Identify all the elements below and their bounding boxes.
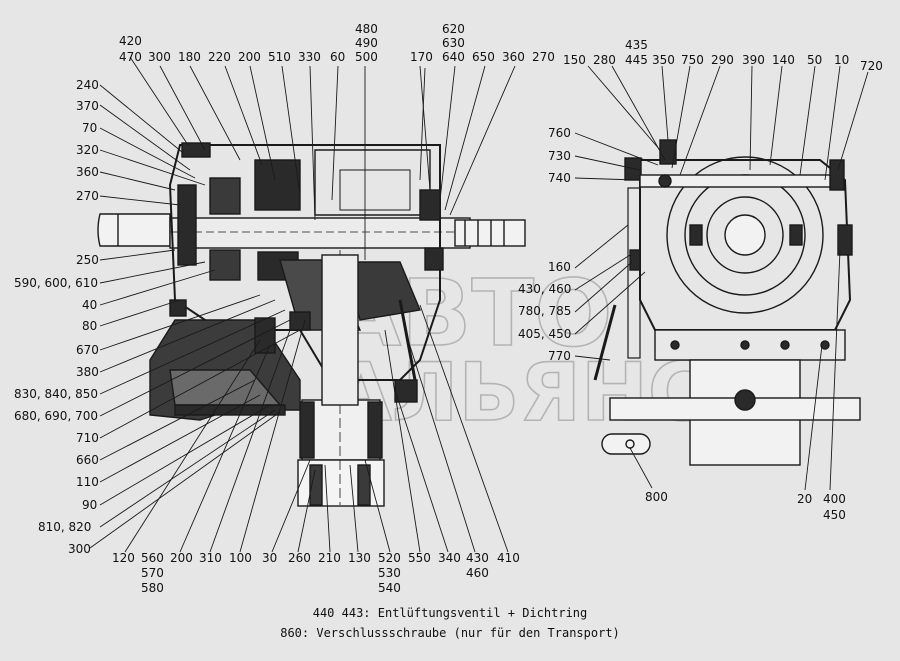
label-380: 380 [76,365,99,379]
label-210: 210 [318,551,341,565]
label-540: 540 [378,581,401,595]
label-740: 740 [548,171,571,185]
label-320: 320 [76,143,99,157]
label-360-top: 360 [502,50,525,64]
label-400: 400 [823,492,846,506]
label-180: 180 [178,50,201,64]
label-100: 100 [229,551,252,565]
label-170: 170 [410,50,433,64]
label-60: 60 [330,50,345,64]
label-780-785: 780, 785 [518,304,571,318]
label-140: 140 [772,53,795,67]
label-720: 720 [860,59,883,73]
label-460-bottom: 460 [466,566,489,580]
label-450: 450 [823,508,846,522]
label-300-bottom: 300 [68,542,91,556]
label-800: 800 [645,490,668,504]
label-50: 50 [807,53,822,67]
label-750: 750 [681,53,704,67]
label-160: 160 [548,260,571,274]
label-570: 570 [141,566,164,580]
label-580: 580 [141,581,164,595]
gearbox-end-view [593,139,861,466]
label-360-left: 360 [76,165,99,179]
label-430-460: 430, 460 [518,282,571,296]
label-370: 370 [76,99,99,113]
label-150: 150 [563,53,586,67]
label-730: 730 [548,149,571,163]
label-550: 550 [408,551,431,565]
label-270-top: 270 [532,50,555,64]
label-220: 220 [208,50,231,64]
label-520: 520 [378,551,401,565]
label-120: 120 [112,551,135,565]
leader-lines [89,56,869,553]
label-405-450: 405, 450 [518,327,571,341]
label-290: 290 [711,53,734,67]
label-560: 560 [141,551,164,565]
label-110: 110 [76,475,99,489]
label-640: 640 [442,50,465,64]
label-480: 480 [355,22,378,36]
label-390: 390 [742,53,765,67]
label-70: 70 [82,121,97,135]
label-130: 130 [348,551,371,565]
label-200-top: 200 [238,50,261,64]
label-445: 445 [625,53,648,67]
label-510: 510 [268,50,291,64]
label-330: 330 [298,50,321,64]
label-80: 80 [82,319,97,333]
label-660: 660 [76,453,99,467]
label-435: 435 [625,38,648,52]
label-30: 30 [262,551,277,565]
watermark-line-2: АЛЬЯНС [330,346,707,439]
label-430-bottom: 430 [466,551,489,565]
label-240: 240 [76,78,99,92]
label-470: 470 [119,50,142,64]
label-530: 530 [378,566,401,580]
label-490: 490 [355,36,378,50]
label-810-820: 810, 820 [38,520,91,534]
label-90: 90 [82,498,97,512]
label-280: 280 [593,53,616,67]
watermark: АВТО АЛЬЯНС [329,259,707,440]
label-340: 340 [438,551,461,565]
label-760: 760 [548,126,571,140]
label-620: 620 [442,22,465,36]
label-20: 20 [797,492,812,506]
label-410: 410 [497,551,520,565]
label-310: 310 [199,551,222,565]
label-830-840-850: 830, 840, 850 [14,387,98,401]
label-650: 650 [472,50,495,64]
caption-vent-valve: 440 443: Entlüftungsventil + Dichtring [312,606,588,620]
label-200-bottom: 200 [170,551,193,565]
label-710: 710 [76,431,99,445]
gearbox-section-view [97,142,526,507]
label-250: 250 [76,253,99,267]
label-770: 770 [548,349,571,363]
label-590-600-610: 590, 600, 610 [14,276,98,290]
label-500: 500 [355,50,378,64]
label-420: 420 [119,34,142,48]
label-680-690-700: 680, 690, 700 [14,409,98,423]
callout-labels: 420 470 300 180 220 200 510 330 60 480 4… [14,22,883,595]
label-270-left: 270 [76,189,99,203]
label-630: 630 [442,36,465,50]
label-350: 350 [652,53,675,67]
label-260: 260 [288,551,311,565]
label-40: 40 [82,298,97,312]
label-10: 10 [834,53,849,67]
label-670: 670 [76,343,99,357]
label-300-top: 300 [148,50,171,64]
caption-transport-screw: 860: Verschlussschraube (nur für den Tra… [280,626,620,640]
